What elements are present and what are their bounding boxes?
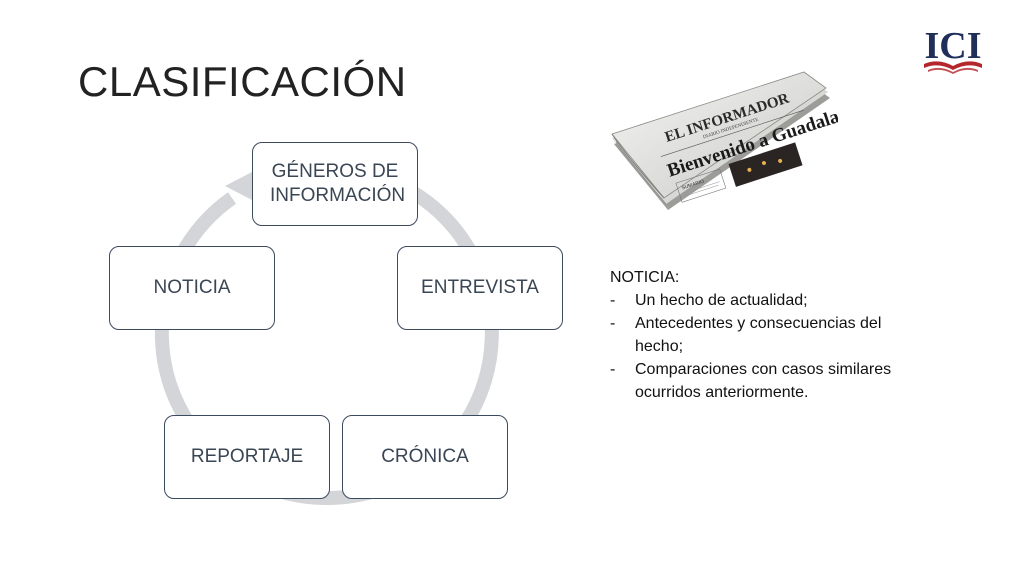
notes-heading: NOTICIA: bbox=[610, 269, 680, 286]
logo-book-icon bbox=[924, 61, 982, 70]
node-label: ENTREVISTA bbox=[421, 277, 539, 298]
list-item-text: Antecedentes y consecuencias del hecho; bbox=[635, 315, 882, 355]
node-label: REPORTAJE bbox=[190, 446, 304, 467]
node-reportaje: REPORTAJE bbox=[164, 415, 330, 499]
node-cronica: CRÓNICA bbox=[342, 415, 508, 499]
node-label: CRÓNICA bbox=[381, 446, 469, 467]
list-dash: - bbox=[610, 361, 616, 378]
ici-logo: ICI bbox=[924, 25, 982, 74]
newspaper-image: EL INFORMADOR DIARIO INDEPENDIENTE Bienv… bbox=[611, 71, 838, 210]
list-item-text: Comparaciones con casos similares ocurri… bbox=[635, 361, 892, 401]
list-item-text: Un hecho de actualidad; bbox=[635, 292, 808, 309]
list-item: - Comparaciones con casos similares ocur… bbox=[610, 358, 920, 404]
noticia-notes: NOTICIA: - Un hecho de actualidad; - Ant… bbox=[610, 266, 920, 404]
node-generos-de-informacion: GÉNEROS DE INFORMACIÓN bbox=[252, 142, 418, 226]
newspaper-photo bbox=[728, 142, 803, 187]
logo-text: ICI bbox=[924, 25, 981, 67]
list-item: - Un hecho de actualidad; bbox=[610, 289, 920, 312]
node-label: GÉNEROS DE INFORMACIÓN bbox=[270, 161, 406, 206]
node-entrevista: ENTREVISTA bbox=[397, 246, 563, 330]
cycle-arrow-icon bbox=[225, 172, 252, 200]
node-label: NOTICIA bbox=[153, 277, 231, 298]
list-dash: - bbox=[610, 315, 616, 332]
node-noticia: NOTICIA bbox=[109, 246, 275, 330]
list-dash: - bbox=[610, 292, 616, 309]
slide-title: CLASIFICACIÓN bbox=[78, 58, 407, 105]
notes-list: - Un hecho de actualidad; - Antecedentes… bbox=[610, 289, 920, 404]
list-item: - Antecedentes y consecuencias del hecho… bbox=[610, 312, 920, 358]
